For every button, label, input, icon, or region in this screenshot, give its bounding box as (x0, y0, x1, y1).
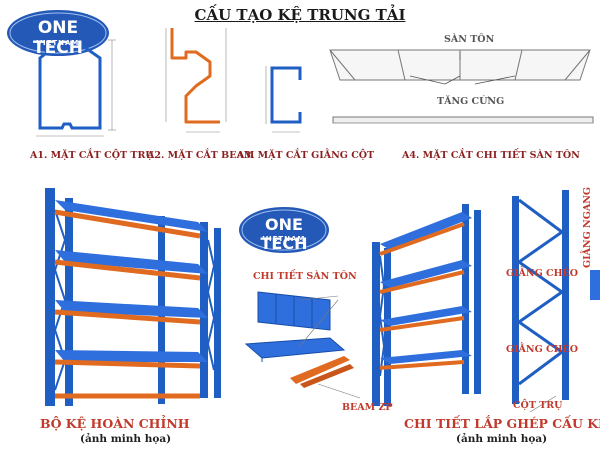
exploded-parts (244, 291, 361, 399)
label-beam: BEAM ZP (342, 402, 393, 413)
complete-rack (45, 188, 221, 406)
caption-a3: A3. MẶT CẮT GIẰNG CỘT (237, 150, 375, 161)
label-horizontal: GIẰNG NGANG (582, 187, 593, 268)
upright-frame (512, 190, 569, 413)
label-upright: CỘT TRỤ (513, 400, 563, 411)
label-brace-2: GIẰNG CHÉO (506, 344, 579, 355)
top-logo-brand: ONE TECH (33, 18, 83, 58)
assembly-rack (372, 204, 481, 406)
complete-rack-subtitle: (ảnh minh họa) (80, 433, 172, 445)
assembly-title: CHI TIẾT LẮP GHÉP CẤU KIỆN (404, 416, 600, 431)
a2-beam-section (165, 28, 227, 133)
a4-deck-section (329, 49, 594, 124)
diagram-title: CẤU TẠO KỆ TRUNG TẢI (194, 6, 406, 24)
a4-label-middle: TĂNG CỨNG (437, 96, 505, 107)
center-logo-brand: ONE TECH (260, 215, 308, 253)
caption-a1: A1. MẶT CẮT CỘT TRỤ (30, 150, 154, 161)
a3-brace-section (265, 66, 302, 133)
a4-label-top: SÀN TÔN (444, 34, 495, 45)
label-deck-detail: CHI TIẾT SÀN TÔN (253, 271, 357, 282)
complete-rack-title: BỘ KỆ HOÀN CHỈNH (40, 416, 190, 431)
caption-a2: A2. MẶT CẮT BEAM (147, 150, 255, 161)
label-brace-1: GIẰNG CHÉO (506, 268, 579, 279)
top-logo-country: VIETNAM (36, 39, 80, 47)
assembly-subtitle: (ảnh minh họa) (456, 433, 548, 445)
caption-a4: A4. MẶT CẮT CHI TIẾT SÀN TÔN (402, 150, 580, 161)
edge-block (590, 270, 600, 300)
center-logo (237, 205, 331, 255)
center-logo-country: VIETNAM (262, 235, 306, 243)
a1-column-section (36, 39, 116, 137)
